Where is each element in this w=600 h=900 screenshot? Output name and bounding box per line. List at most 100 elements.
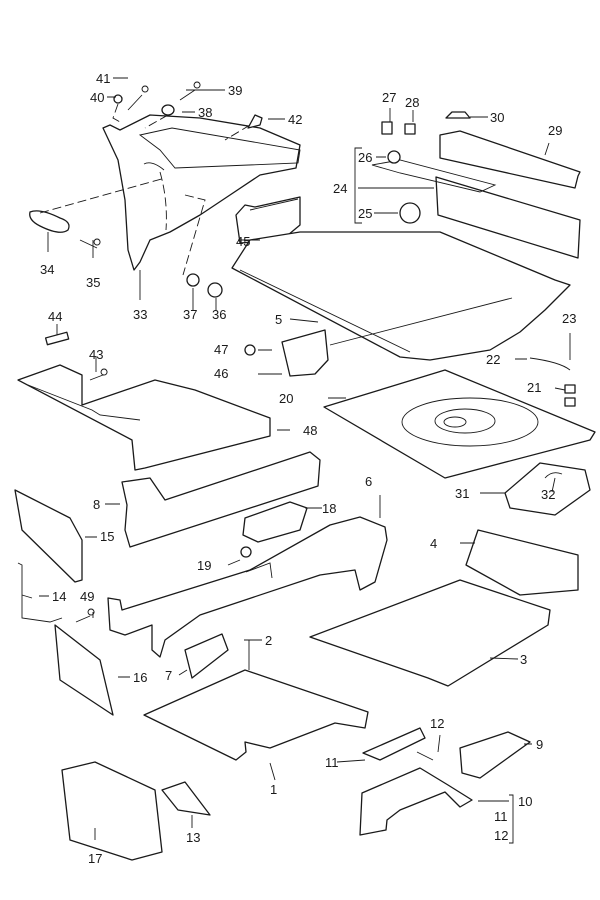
label-23[interactable]: 23 <box>562 311 577 326</box>
part-32-handle[interactable] <box>544 472 563 479</box>
part-29-trim-cover[interactable] <box>439 130 581 189</box>
label-29[interactable]: 29 <box>548 123 563 138</box>
label-9[interactable]: 9 <box>536 737 544 752</box>
label-48[interactable]: 48 <box>303 423 318 438</box>
part-17-cover-panel[interactable] <box>61 761 163 861</box>
label-38[interactable]: 38 <box>198 105 213 120</box>
label-2[interactable]: 2 <box>265 633 273 648</box>
part-40-washer[interactable] <box>113 94 123 104</box>
part-12-screw[interactable] <box>416 751 434 761</box>
label-40[interactable]: 40 <box>90 90 105 105</box>
label-8[interactable]: 8 <box>93 497 101 512</box>
part-3-mat[interactable] <box>309 579 551 687</box>
label-7[interactable]: 7 <box>165 668 173 683</box>
part-16-panel[interactable] <box>54 624 114 716</box>
label-22[interactable]: 22 <box>486 352 501 367</box>
part-37-grommet[interactable] <box>186 273 200 287</box>
part-48-trim-panel[interactable] <box>17 364 271 471</box>
part-20-spare-wheel-cover[interactable] <box>323 369 596 479</box>
part-4-trim-piece[interactable] <box>465 529 579 596</box>
label-21[interactable]: 21 <box>527 380 542 395</box>
part-25-knob[interactable] <box>399 202 421 224</box>
label-10-sub-12[interactable]: 12 <box>494 828 509 843</box>
label-42[interactable]: 42 <box>288 112 303 127</box>
label-30[interactable]: 30 <box>490 110 505 125</box>
part-21-bushing-a[interactable] <box>564 384 576 394</box>
part-39-screw[interactable] <box>179 81 201 101</box>
label-41[interactable]: 41 <box>96 71 111 86</box>
label-39[interactable]: 39 <box>228 83 243 98</box>
label-10[interactable]: 10 <box>518 794 533 809</box>
part-46-tray[interactable] <box>281 329 329 377</box>
label-33[interactable]: 33 <box>133 307 148 322</box>
label-6[interactable]: 6 <box>365 474 373 489</box>
label-31[interactable]: 31 <box>455 486 470 501</box>
part-43-screw[interactable] <box>89 368 108 381</box>
label-26[interactable]: 26 <box>358 150 373 165</box>
label-36[interactable]: 36 <box>212 307 227 322</box>
label-44[interactable]: 44 <box>48 309 63 324</box>
label-4[interactable]: 4 <box>430 536 438 551</box>
part-21-bushing-b[interactable] <box>564 397 576 407</box>
label-1[interactable]: 1 <box>270 782 278 797</box>
label-13[interactable]: 13 <box>186 830 201 845</box>
part-49-screw[interactable] <box>75 608 95 623</box>
part-1-floor-mat[interactable] <box>143 669 369 761</box>
part-42-clip[interactable] <box>247 114 263 129</box>
part-47-fastener[interactable] <box>244 344 256 356</box>
label-16[interactable]: 16 <box>133 670 148 685</box>
label-5[interactable]: 5 <box>275 312 283 327</box>
part-33-quarter-trim[interactable] <box>102 114 301 271</box>
label-37[interactable]: 37 <box>183 307 198 322</box>
label-28[interactable]: 28 <box>405 95 420 110</box>
part-10-bracket[interactable] <box>359 767 473 836</box>
part-5-luggage-mat[interactable] <box>231 231 571 361</box>
part-27-clip[interactable] <box>381 121 393 135</box>
part-19-knob[interactable] <box>240 546 252 558</box>
part-41-screw[interactable] <box>127 85 149 111</box>
part-14-bracket[interactable] <box>17 562 63 623</box>
part-9-cover[interactable] <box>459 731 531 779</box>
label-18[interactable]: 18 <box>322 501 337 516</box>
label-45[interactable]: 45 <box>236 234 251 249</box>
part-44-plate[interactable] <box>44 331 70 346</box>
label-46[interactable]: 46 <box>214 366 229 381</box>
part-34-grab-handle[interactable] <box>29 177 166 233</box>
label-43[interactable]: 43 <box>89 347 104 362</box>
part-38-clip[interactable] <box>161 104 175 116</box>
label-11-left[interactable]: 11 <box>325 755 339 770</box>
label-32[interactable]: 32 <box>541 487 556 502</box>
part-36-grommet[interactable] <box>207 282 223 298</box>
part-35-screw[interactable] <box>79 238 101 249</box>
part-24-rear-panel[interactable] <box>435 176 581 259</box>
part-2-fastener[interactable] <box>244 639 254 670</box>
label-25[interactable]: 25 <box>358 206 373 221</box>
part-45-pocket[interactable] <box>235 196 301 244</box>
part-13-wedge[interactable] <box>161 781 211 816</box>
label-10-sub-11[interactable]: 11 <box>494 809 508 824</box>
label-27[interactable]: 27 <box>382 90 397 105</box>
part-28-clip[interactable] <box>404 123 416 135</box>
label-14[interactable]: 14 <box>52 589 67 604</box>
part-6-console[interactable] <box>107 516 388 658</box>
label-49[interactable]: 49 <box>80 589 95 604</box>
label-19[interactable]: 19 <box>197 558 212 573</box>
label-35[interactable]: 35 <box>86 275 101 290</box>
label-3[interactable]: 3 <box>520 652 528 667</box>
label-17[interactable]: 17 <box>88 851 103 866</box>
part-26-clip[interactable] <box>387 150 401 164</box>
part-18-ashtray[interactable] <box>242 501 308 543</box>
label-24[interactable]: 24 <box>333 181 348 196</box>
label-20[interactable]: 20 <box>279 391 294 406</box>
part-22-strap[interactable] <box>529 357 571 371</box>
part-30-cap[interactable] <box>445 111 471 119</box>
label-12-top[interactable]: 12 <box>430 716 445 731</box>
label-15[interactable]: 15 <box>100 529 115 544</box>
label-34[interactable]: 34 <box>40 262 55 277</box>
part-7-heel-pad[interactable] <box>184 633 229 679</box>
part-15-panel[interactable] <box>14 489 83 583</box>
part-11-holder[interactable] <box>362 727 426 761</box>
part-31-frame[interactable] <box>504 462 591 516</box>
part-8-side-trim[interactable] <box>121 451 321 548</box>
label-47[interactable]: 47 <box>214 342 229 357</box>
